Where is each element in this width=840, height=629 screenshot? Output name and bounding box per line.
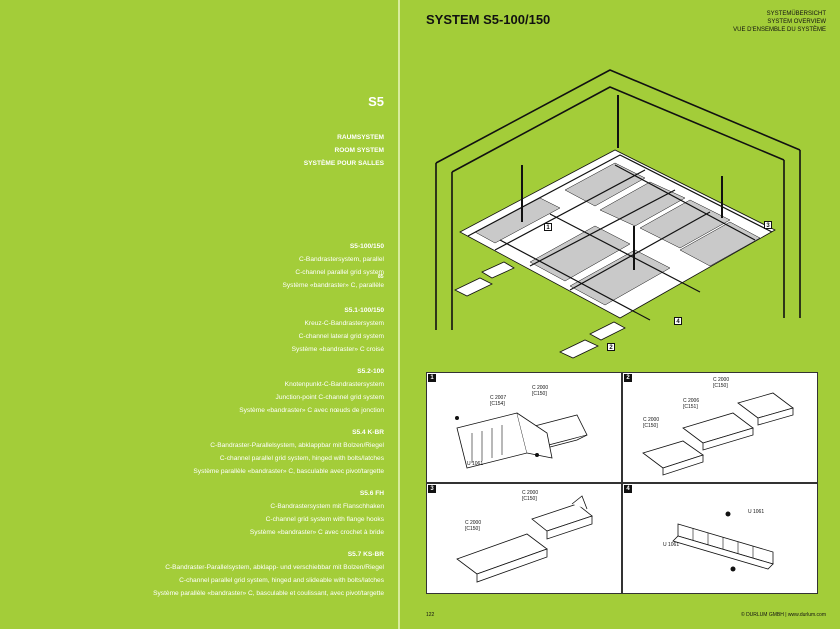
system-code: S5.7 KS-BR [347,551,384,558]
system-desc: C-channel lateral grid system [298,333,384,340]
copyright-footer: © DURLUM GMBH | www.durlum.com [741,612,826,618]
channel-drawing-3 [456,495,593,583]
system-desc: Kreuz-C-Bandrastersystem [304,320,384,327]
system-desc: C-channel parallel grid system [295,269,384,276]
panel-number: 3 [428,485,436,493]
detail-panel-3: 3 C 2000 [C150] C 2000 [C150] [426,483,622,594]
system-code: S5.1-100/150 [344,307,384,314]
part-label: C 2000 [C150] [643,417,660,429]
channel-drawing-2 [642,392,794,476]
detail-marker-4: 4 [674,317,682,325]
overview-en: SYSTEM OVERVIEW [767,18,826,25]
system-desc: C-Bandrastersystem, parallel [298,256,384,263]
part-label: C 2000 [C150] [713,377,730,389]
system-overview-heading: SYSTEMÜBERSICHT SYSTEM OVERVIEW VUE D'EN… [733,11,826,34]
room-system-de: RAUMSYSTEM [337,134,384,141]
hanger-drawing-4 [672,511,774,572]
panel-number: 2 [624,374,632,382]
system-desc: C-Bandrastersystem mit Flanschhaken [270,503,384,510]
overview-fr: VUE D'ENSEMBLE DU SYSTÈME [733,26,826,33]
connector-drawing-1 [455,412,588,469]
section-code: S5 [368,94,384,109]
system-desc: C-channel grid system with flange hooks [265,516,384,523]
part-label: U 1061 [467,461,484,467]
detail-marker-3: 3 [764,221,772,229]
panel-number: 1 [428,374,436,382]
left-page: S5 RAUMSYSTEM ROOM SYSTEM SYSTÈME POUR S… [0,0,398,629]
detail-marker-1: 1 [544,223,552,231]
overview-de: SYSTEMÜBERSICHT [766,11,826,17]
system-desc: Système «bandraster» C avec crochet à br… [249,529,384,536]
system-code: S5.2-100 [357,368,384,375]
part-label: C 2000 [C150] [465,520,482,532]
room-system-en: ROOM SYSTEM [334,147,384,154]
detail-panel-1: 1 C 2007 [C154] C 2000 [C150] U 1061 [426,372,622,483]
part-label: U 1061 [663,542,680,548]
detail-panel-2: 2 C 2000 [C150] C 2006 [C151] C 2000 [C1… [622,372,818,483]
system-code: S5-100/150 [349,243,384,250]
system-desc: Système parallèle «bandraster» C, bascul… [153,590,384,597]
detail-panel-4: 4 U 1061 U 1061 [622,483,818,594]
room-ceiling-illustration [435,69,801,359]
system-desc: Système «bandraster» C croisé [291,346,384,353]
system-desc: C-Bandraster-Parallelsystem, abklapp- un… [165,564,384,571]
system-desc: C-channel parallel grid system, hinged w… [219,455,384,462]
panel-number: 4 [624,485,632,493]
page-divider [398,0,400,629]
system-desc: C-channel parallel grid system, hinged a… [179,577,384,584]
detail-marker-2: 2 [607,343,615,351]
part-label: C 2006 [C151] [683,398,700,410]
page-number: 122 [426,612,435,618]
system-desc: Système parallèle «bandraster» C, bascul… [193,468,384,475]
system-desc: Système «bandraster» C, parallèle [282,282,384,289]
part-label: C 2000 [C150] [522,490,539,502]
part-label: U 1061 [748,509,765,515]
system-desc: Junction-point C-channel grid system [275,394,384,401]
part-label: C 2000 [C150] [532,385,549,397]
page-title: SYSTEM S5-100/150 [426,12,551,27]
system-desc: Knotenpunkt-C-Bandrastersystem [284,381,384,388]
system-code: S5.4 K-BR [352,429,384,436]
right-page: SYSTEM S5-100/150 SYSTEMÜBERSICHT SYSTEM… [400,0,840,629]
part-label: C 2007 [C154] [490,395,507,407]
page-marker: 85 [378,274,384,280]
system-desc: C-Bandraster-Parallelsystem, abklappbar … [210,442,384,449]
room-system-fr: SYSTÈME POUR SALLES [303,160,384,167]
system-desc: Système «bandraster» C avec nœuds de jon… [239,407,384,414]
system-code: S5.6 FH [359,490,384,497]
